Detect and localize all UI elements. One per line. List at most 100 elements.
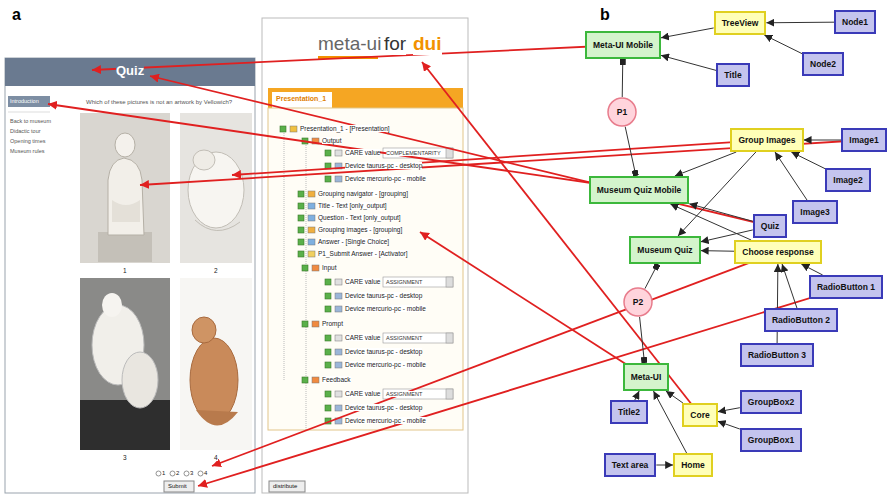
node-label: GroupBox2 — [748, 397, 794, 407]
tree-item: Device taurus-pc - desktop — [345, 292, 422, 299]
node-label: GroupBox1 — [748, 435, 794, 445]
node-label: P2 — [633, 297, 643, 307]
select-value: ASSIGNMENT — [386, 279, 422, 285]
quiz-window — [5, 58, 255, 493]
tree-item: Device mercurio-pc - mobile — [345, 417, 426, 424]
connector — [635, 391, 639, 400]
node-label: Image3 — [800, 207, 829, 217]
button-label: distribute — [273, 483, 297, 490]
menu-item: Introduction — [10, 98, 39, 104]
tree-item: Title - Text [only_output] — [318, 202, 387, 209]
menu-item: Opening times — [10, 138, 45, 144]
ui-container: Meta-UI Mobile — [585, 31, 661, 59]
connector — [640, 317, 645, 363]
node-label: Museum Quiz — [637, 245, 692, 255]
connector — [656, 465, 673, 466]
radio-buttons — [156, 471, 203, 476]
ui-widget: Node2 — [802, 52, 844, 76]
tree-item: CARE value — [345, 334, 380, 341]
ui-group: Core — [682, 403, 717, 427]
ui-widget: Title2 — [610, 400, 648, 424]
ui-widget: Text area — [604, 453, 657, 477]
tree-item: Device taurus-pc - desktop — [345, 404, 422, 411]
tree-item: Device taurus-pc - desktop — [345, 348, 422, 355]
ui-group: TreeView — [714, 11, 767, 35]
tree-item: P1_Submit Answer - [Activator] — [318, 250, 408, 257]
ui-widget: RadioButton 2 — [764, 308, 838, 332]
image-number: 1 — [123, 267, 127, 274]
tree-item: Feedback — [322, 376, 351, 383]
window-title: Quiz — [116, 64, 144, 78]
tab-label: Presentation_1 — [276, 95, 326, 103]
connector — [622, 59, 624, 97]
app-logo: meta-ui — [318, 34, 381, 55]
select-value: ASSIGNMENT — [386, 391, 422, 397]
radio-label: 4 — [204, 470, 207, 477]
node-label: Quiz — [761, 221, 779, 231]
ui-widget: Quiz — [753, 214, 787, 238]
node-label: Group Images — [738, 135, 795, 145]
connector — [645, 264, 658, 289]
node-label: Node2 — [810, 59, 836, 69]
tree-item: Presentation_1 - [Presentation] — [300, 125, 390, 132]
connector — [689, 204, 753, 221]
ui-group: Home — [673, 453, 713, 477]
ui-widget: GroupBox2 — [740, 390, 802, 414]
tree-item: Device taurus-pc - desktop — [345, 162, 422, 169]
ui-widget: RadioButton 3 — [740, 343, 814, 367]
connector — [782, 264, 797, 308]
connector — [718, 421, 740, 429]
node-label: P1 — [617, 107, 627, 117]
node-label: Title2 — [618, 407, 640, 417]
connector — [766, 22, 834, 24]
connector — [678, 152, 756, 236]
connector — [675, 152, 736, 176]
image-number: 3 — [123, 454, 127, 461]
tree-item: Device mercurio-pc - mobile — [345, 175, 426, 182]
node-label: Home — [681, 460, 705, 470]
node-label: RadioButton 1 — [817, 282, 875, 292]
panel-letter: b — [600, 6, 610, 24]
tree-item: Grouping images - [grouping] — [318, 226, 402, 233]
connector — [775, 152, 807, 200]
tree-item: Grouping navigator - [grouping] — [318, 190, 408, 197]
connector — [661, 55, 716, 70]
connector — [718, 408, 740, 412]
connector — [801, 264, 822, 275]
button-label: Submit — [168, 483, 187, 490]
question-text: Which of these pictures is not an artwor… — [86, 99, 232, 106]
mapping-arrow — [48, 45, 864, 486]
connector — [701, 250, 735, 252]
tree-item: Device mercurio-pc - mobile — [345, 361, 426, 368]
radio-label: 1 — [162, 470, 165, 477]
node-label: Node1 — [842, 17, 868, 27]
tree-item: CARE value — [345, 278, 380, 285]
connector — [764, 35, 802, 54]
radio-label: 2 — [176, 470, 179, 477]
node-label: Core — [690, 410, 709, 420]
image-number: 4 — [214, 454, 218, 461]
tree-item: Device mercurio-pc - mobile — [345, 305, 426, 312]
tree-item: Input — [322, 264, 336, 271]
node-label: RadioButton 2 — [772, 315, 830, 325]
connector — [670, 204, 751, 240]
menu-item: Museum rules — [10, 148, 45, 154]
tree-item: Output — [322, 137, 342, 144]
ui-widget: RadioButton 1 — [809, 275, 883, 299]
ui-container: Museum Quiz Mobile — [589, 176, 690, 204]
node-label: Text area — [612, 460, 649, 470]
select-value: COMPLEMENTARITY — [386, 150, 441, 156]
connector — [791, 152, 825, 169]
ui-widget: Title — [716, 63, 749, 87]
connector — [625, 127, 636, 176]
select-value: ASSIGNMENT — [386, 335, 422, 341]
ui-group: Group Images — [730, 128, 803, 152]
node-label: RadioButton 3 — [748, 350, 806, 360]
node-label: Meta-UI — [631, 372, 662, 382]
artwork-image — [80, 113, 252, 450]
app-logo: for — [384, 34, 406, 55]
platform-circle: P2 — [623, 287, 653, 317]
menu-item: Back to museum — [10, 118, 51, 124]
tree-item: Prompt — [322, 320, 343, 327]
radio-label: 3 — [190, 470, 193, 477]
